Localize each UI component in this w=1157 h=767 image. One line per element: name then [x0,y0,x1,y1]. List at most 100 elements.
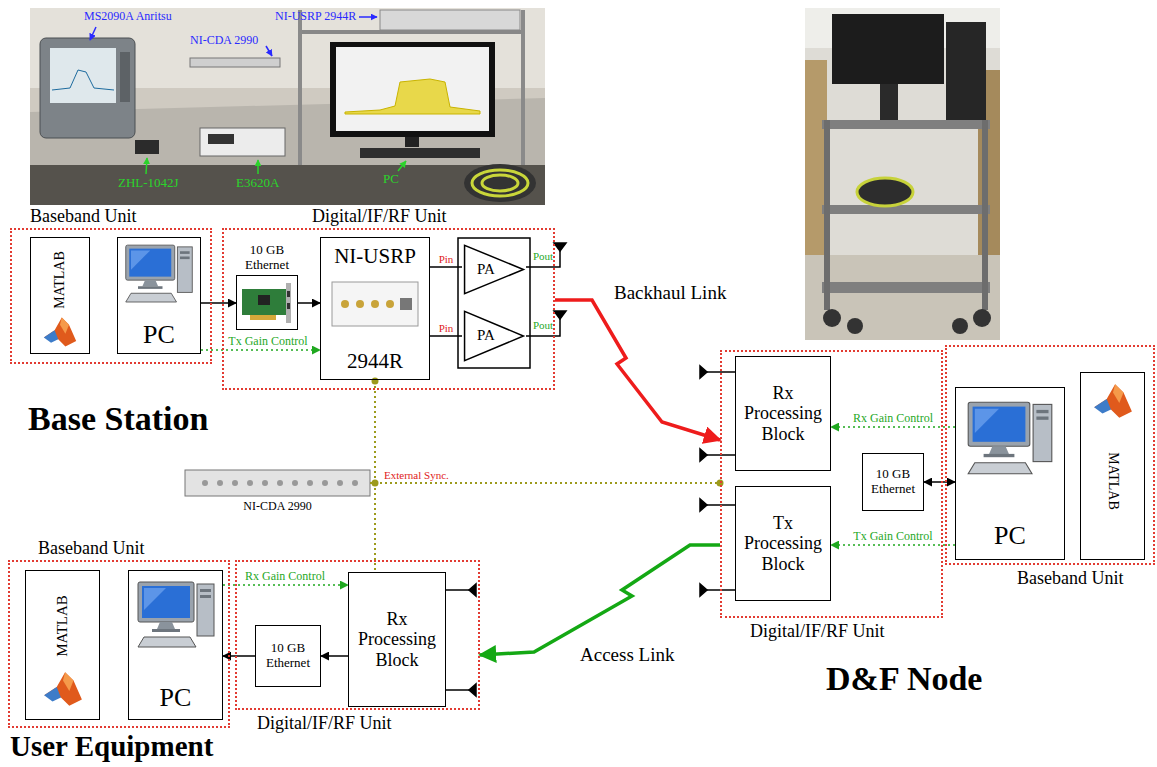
connector-label: Access Link [578,645,676,666]
cart-shelf [822,205,990,214]
cart-monitor [832,14,944,84]
ethernet-card [242,283,291,323]
cable-reel [857,178,913,206]
section-title: User Equipment [10,731,213,763]
cart-wheel [823,309,841,327]
sync-device [185,470,370,496]
node-label: Tx Processing Block [740,512,826,574]
sync-device-photo [190,58,280,67]
antenna-feed [446,689,469,691]
analyzer-screen [50,48,116,103]
sync-port [262,480,268,486]
pc-box: PC [117,237,201,354]
instrument-label: E3620A [236,176,279,190]
matlab-logo [1094,384,1132,418]
connector-label: External Sync. [382,469,451,481]
connector-label: Backhaul Link [612,283,728,304]
cart-shelf [822,120,990,129]
cart-leg [824,120,830,310]
sync-port [202,480,208,486]
node-label: PC [960,521,1060,551]
matlab-logo [44,672,82,706]
sync-port [277,480,283,486]
sync-port [352,480,358,486]
connector [555,300,720,440]
antenna-symbol [700,584,707,596]
shelf-post [521,10,525,165]
antenna-symbol [700,499,707,511]
photo-floor [805,255,1000,340]
lab-monitor [330,42,495,137]
leader-line [398,161,406,171]
connector-label: Pin [437,253,456,265]
connector [370,482,720,484]
cable-coil [482,175,518,191]
cable-reel [464,164,536,202]
connector [223,584,348,586]
cart-leg [982,120,988,310]
block-icons [44,238,1132,706]
node-label: MATLAB [54,595,71,657]
cart-photo [805,8,1000,340]
antenna-symbol [700,449,707,461]
cart-wheel [952,318,968,334]
rf-port [386,300,394,308]
node-label: Baseband Unit [1017,568,1123,589]
amplifier-module [135,140,159,154]
usrp-device [332,282,418,326]
lab-monitor-screen [336,47,489,131]
pc-box: PC [955,387,1065,560]
processing-block: Tx Processing Block [735,486,831,601]
baseband-unit-group: Baseband UnitMATLABPC [10,228,212,364]
node-label: Rx Processing Block [740,382,826,444]
cart-monitor-stand [880,84,898,120]
computer-icon [968,402,1052,474]
rf-port [341,300,349,308]
node-label: NI-USRP [325,244,425,268]
lab-photo [30,8,545,205]
rf-port [371,300,379,308]
digital-if-rf-unit: Digital/IF/RF UnitRx Processing BlockTx … [720,350,943,618]
bookshelf [805,60,827,260]
node-label: Baseband Unit [30,206,136,227]
usrp-led [400,298,412,310]
connector [430,335,462,337]
matlab-box: MATLAB [30,237,90,354]
node-label: 10 GB Ethernet [260,641,316,671]
shelf-board [300,30,525,34]
connector [321,655,348,657]
leader-line [257,160,259,174]
digital-if-rf-unit: Digital/IF/RF Unit10 GB EthernetNI-USRP2… [222,228,555,390]
node-label: PC [122,320,196,350]
node-label: 10 GB Ethernet [867,467,919,497]
signal-name: Pout [533,319,553,331]
baseband-unit-group: Baseband UnitPCMATLAB [945,345,1155,565]
leader-line [146,158,147,174]
sync-port [307,480,313,486]
sync-port [292,480,298,486]
pc-box: PC [128,570,223,720]
sync-device-box: NI-CDA 2990 [185,470,370,496]
connector-label: Pin [437,322,456,334]
ethernet-box: 10 GB Ethernet [255,625,321,687]
node-label: Digital/IF/RF Unit [750,621,885,642]
connector-label: Rx Gain Control [851,412,935,425]
connector [201,349,320,351]
ethernet-card-box: 10 GB Ethernet [236,275,298,330]
antenna-symbol [469,684,476,696]
node-label: Rx Processing Block [353,608,441,670]
instrument-label: PC [383,172,399,186]
instrument-label: NI-USRP 2944R [275,10,356,23]
section-title: D&F Node [826,660,982,697]
connector [430,266,462,268]
photo-desk-front [30,165,545,205]
computer-icon [138,582,214,647]
connector [223,655,255,657]
baseband-unit-group: Baseband UnitMATLABPC [8,560,230,728]
matlab-box: MATLAB [25,570,100,720]
usrp-box: NI-USRP2944R [320,237,430,380]
supply-display [208,134,234,144]
instrument-label: MS2090A Anritsu [84,10,172,23]
power-amplifier: PA [462,308,526,364]
